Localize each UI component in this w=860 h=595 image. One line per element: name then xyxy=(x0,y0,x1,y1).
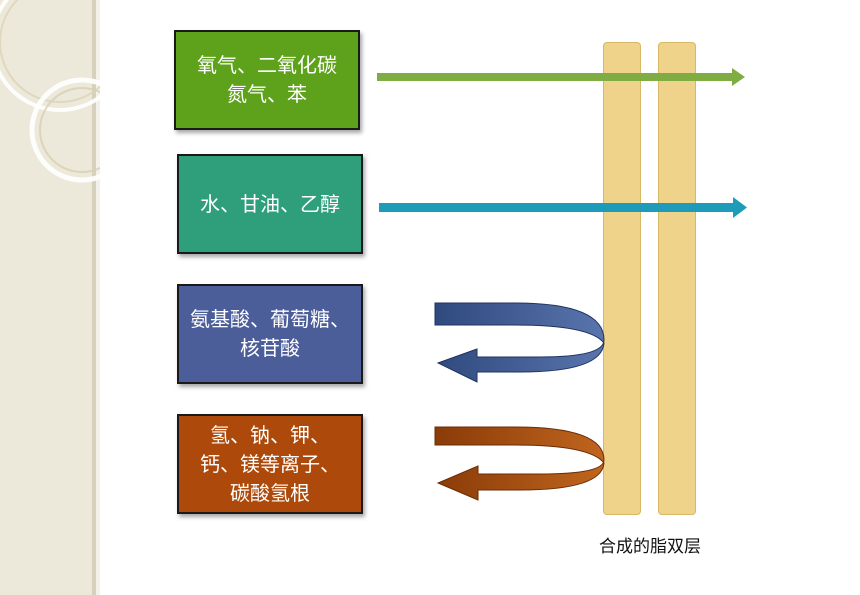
box-label-line: 氮气、苯 xyxy=(227,82,307,106)
box-label-line: 氢、钠、钾、 xyxy=(210,422,330,447)
box-label-line: 水、甘油、乙醇 xyxy=(200,191,340,216)
panel-divider-light xyxy=(96,0,100,595)
box-label-line: 钙、镁等离子、 xyxy=(200,451,340,476)
bilayer-strip-right xyxy=(658,42,696,515)
molecule-box-gases: 氧气、二氧化碳 氮气、苯 xyxy=(174,30,360,130)
arrow-blocked-2 xyxy=(434,426,605,501)
bilayer-caption: 合成的脂双层 xyxy=(599,537,701,557)
panel-divider xyxy=(92,0,96,595)
box-label-line: 核苷酸 xyxy=(240,336,300,360)
arrow-passes-through-2 xyxy=(379,197,747,218)
decorative-rings xyxy=(0,0,100,183)
arrow-blocked-1 xyxy=(434,302,605,383)
box-label-line: 氨基酸、葡萄糖、 xyxy=(190,307,350,331)
molecule-box-ions: 氢、钠、钾、 钙、镁等离子、 碳酸氢根 xyxy=(177,414,363,514)
box-label-line: 氧气、二氧化碳 xyxy=(197,53,337,77)
arrow-passes-through-1 xyxy=(377,68,745,86)
bilayer-strip-left xyxy=(603,42,641,515)
molecule-box-small-polar: 水、甘油、乙醇 xyxy=(177,154,363,254)
molecule-box-large-polar: 氨基酸、葡萄糖、 核苷酸 xyxy=(177,284,363,384)
box-label-line: 碳酸氢根 xyxy=(230,480,310,505)
